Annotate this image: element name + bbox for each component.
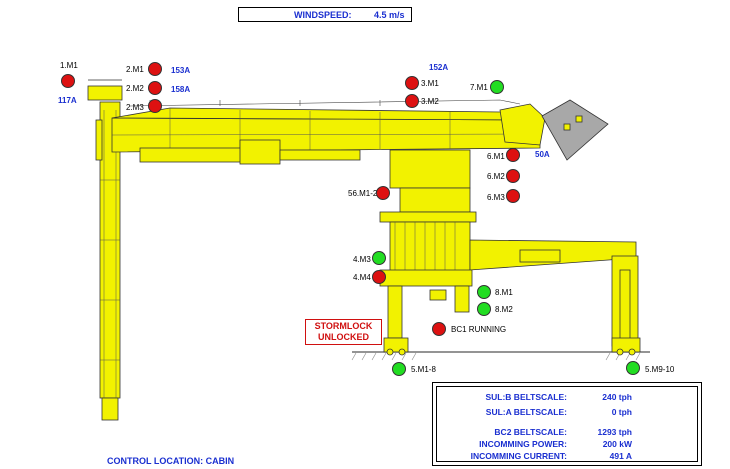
bc1-status-label: BC1 RUNNING bbox=[451, 325, 507, 334]
status-light-8-m1[interactable] bbox=[477, 285, 491, 299]
motor-label: 3.M1 bbox=[421, 79, 439, 88]
beltscale-label: SUL:A BELTSCALE: bbox=[485, 407, 567, 417]
motor-label: 7.M1 bbox=[470, 83, 488, 92]
status-light-1-m1[interactable] bbox=[61, 74, 75, 88]
current-reading: 153A bbox=[171, 66, 191, 75]
status-light-56-m1-2[interactable] bbox=[376, 186, 390, 200]
motor-label: 4.M3 bbox=[353, 255, 371, 264]
beltscale-label: BC2 BELTSCALE: bbox=[494, 427, 567, 437]
status-light-6-m3[interactable] bbox=[506, 189, 520, 203]
motor-label: 2.M1 bbox=[126, 65, 144, 74]
beltscale-value: 240 tph bbox=[602, 392, 632, 402]
motor-label: 6.M2 bbox=[487, 172, 505, 181]
status-light-2-m1[interactable] bbox=[148, 62, 162, 76]
status-light-8-m2[interactable] bbox=[477, 302, 491, 316]
control-location: CONTROL LOCATION: CABIN bbox=[107, 456, 235, 466]
motor-label: 1.M1 bbox=[60, 61, 78, 70]
stormlock-line1: STORMLOCK bbox=[314, 321, 373, 331]
current-reading: 50A bbox=[535, 150, 550, 159]
stormlock-line2: UNLOCKED bbox=[318, 332, 369, 342]
status-light-5-m9-10[interactable] bbox=[626, 361, 640, 375]
status-light-7-m1[interactable] bbox=[490, 80, 504, 94]
status-light-6-m1[interactable] bbox=[506, 148, 520, 162]
motor-label: 2.M3 bbox=[126, 103, 144, 112]
status-light-3-m1[interactable] bbox=[405, 76, 419, 90]
motor-label: 2.M2 bbox=[126, 84, 144, 93]
motor-label: 6.M1 bbox=[487, 152, 505, 161]
motor-label: 6.M3 bbox=[487, 193, 505, 202]
status-light-bc1[interactable] bbox=[432, 322, 446, 336]
beltscale-value: 1293 tph bbox=[597, 427, 633, 437]
beltscale-value: 0 tph bbox=[611, 407, 632, 417]
motor-label: 8.M1 bbox=[495, 288, 513, 297]
motor-label: 3.M2 bbox=[421, 97, 439, 106]
beltscale-label: SUL:B BELTSCALE: bbox=[485, 392, 567, 402]
beltscale-panel: SUL:B BELTSCALE: 240 tph SUL:A BELTSCALE… bbox=[432, 382, 702, 466]
motor-label: 5.M1-8 bbox=[411, 365, 436, 374]
power-value: 200 kW bbox=[602, 439, 632, 449]
windspeed-label: WINDSPEED: bbox=[294, 10, 352, 20]
current-value: 491 A bbox=[609, 451, 632, 461]
status-light-6-m2[interactable] bbox=[506, 169, 520, 183]
status-light-2-m3[interactable] bbox=[148, 99, 162, 113]
current-label: INCOMMING CURRENT: bbox=[470, 451, 567, 461]
motor-label: 8.M2 bbox=[495, 305, 513, 314]
motor-label: 56.M1-2 bbox=[348, 189, 378, 198]
beltscale-panel-inner: SUL:B BELTSCALE: 240 tph SUL:A BELTSCALE… bbox=[436, 386, 698, 462]
current-reading: 117A bbox=[58, 96, 77, 105]
windspeed-box: WINDSPEED: 4.5 m/s bbox=[238, 7, 412, 22]
stormlock-alarm: STORMLOCK UNLOCKED bbox=[305, 319, 382, 345]
motor-label: 5.M9-10 bbox=[645, 365, 675, 374]
motor-label: 4.M4 bbox=[353, 273, 371, 282]
status-light-4-m3[interactable] bbox=[372, 251, 386, 265]
windspeed-value: 4.5 m/s bbox=[374, 10, 405, 20]
status-light-2-m2[interactable] bbox=[148, 81, 162, 95]
power-label: INCOMMING POWER: bbox=[479, 439, 567, 449]
status-light-3-m2[interactable] bbox=[405, 94, 419, 108]
status-light-4-m4[interactable] bbox=[372, 270, 386, 284]
current-reading: 152A bbox=[429, 63, 449, 72]
status-light-5-m1-8[interactable] bbox=[392, 362, 406, 376]
current-reading: 158A bbox=[171, 85, 191, 94]
